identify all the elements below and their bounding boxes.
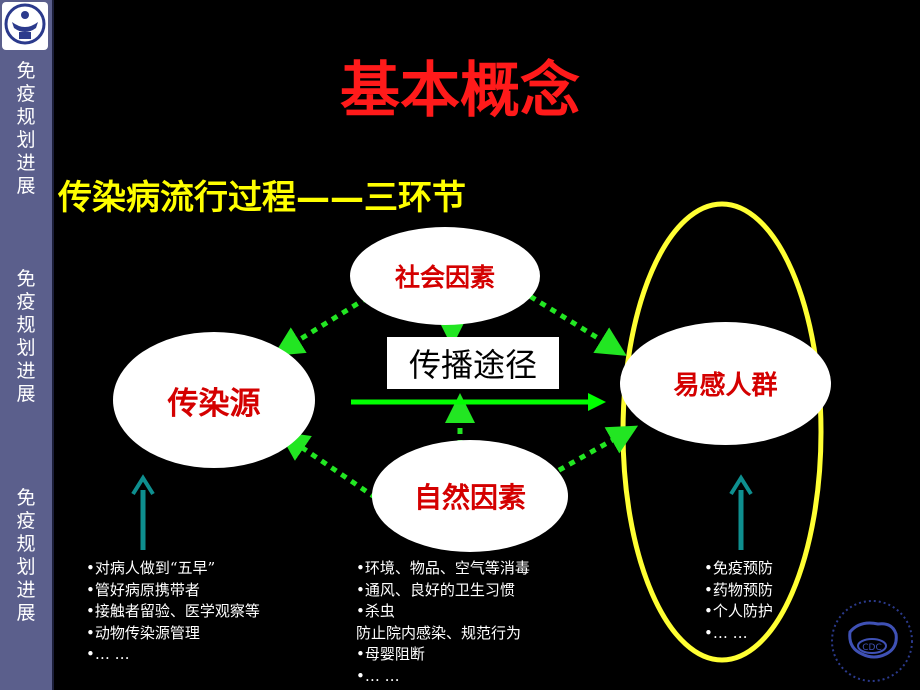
svg-text:CDC: CDC [862,643,882,653]
list-item: •… … [86,645,130,663]
node-route-label: 传播途径 [408,346,537,384]
node-susceptible: 易感人群 [620,322,831,445]
list-item: •杀虫 [356,602,395,620]
sidebar-label-2: 免疫规划进展 [16,268,36,405]
list-item: •… … [356,666,400,685]
susceptible-measures-list: •免疫预防 •药物预防 •个人防护 •… … [704,558,773,644]
sidebar: 免疫规划进展 免疫规划进展 免疫规划进展 [0,0,54,690]
node-social-label: 社会因素 [394,263,495,292]
list-item: •个人防护 [704,602,773,620]
list-item: •药物预防 [704,580,773,599]
node-social-factors: 社会因素 [350,227,540,325]
list-item: •… … [704,623,748,642]
list-item: •对病人做到“五早” [86,559,216,577]
node-susceptible-label: 易感人群 [673,371,778,401]
up-arrow-source [131,474,155,550]
sidebar-label-1: 免疫规划进展 [16,60,36,197]
list-item: •母婴阻断 [356,645,425,663]
node-source-label: 传染源 [167,385,261,422]
node-natural-label: 自然因素 [413,481,526,514]
node-natural-factors: 自然因素 [372,440,568,552]
arrow-natural-to-source [278,431,378,501]
list-item: •动物传染源管理 [86,623,200,642]
sidebar-label-3: 免疫规划进展 [16,487,36,624]
cdc-logo-icon: CDC [831,600,913,682]
list-item: •环境、物品、空气等消毒 [356,559,530,577]
list-item: •管好病原携带者 [86,580,200,599]
page-title: 基本概念 [340,56,580,126]
source-measures-list: •对病人做到“五早” •管好病原携带者 •接触者留验、医学观察等 •动物传染源管… [86,558,260,666]
logo-icon [2,2,48,50]
list-item: •免疫预防 [704,559,773,577]
subtitle: 传染病流行过程——三环节 [58,178,466,218]
node-infection-source: 传染源 [113,332,315,468]
list-item: 防止院内感染、规范行为 [356,623,522,642]
list-item: •接触者留验、医学观察等 [86,602,260,620]
route-measures-list: •环境、物品、空气等消毒 •通风、良好的卫生习惯 •杀虫 防止院内感染、规范行为… [356,558,530,687]
list-item: •通风、良好的卫生习惯 [356,580,515,599]
node-transmission-route: 传播途径 [387,337,559,389]
up-arrow-susceptible [729,474,753,550]
